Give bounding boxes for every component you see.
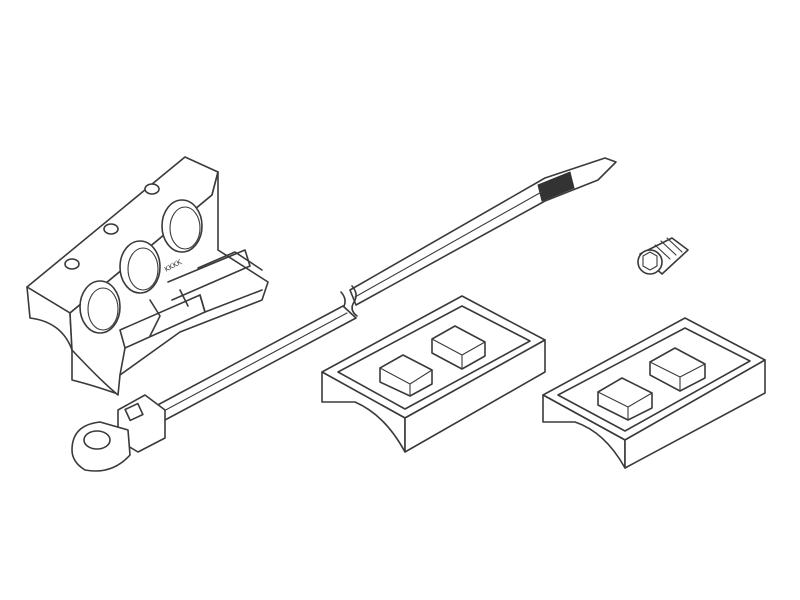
top-hole-1 bbox=[64, 258, 80, 270]
tie-eyelet-hole bbox=[83, 430, 111, 450]
pad-left bbox=[321, 295, 546, 453]
tie-head-slot bbox=[124, 402, 144, 422]
set-screw bbox=[637, 237, 689, 275]
top-hole-2 bbox=[103, 223, 119, 235]
cable-tie bbox=[71, 157, 617, 472]
top-hole-3 bbox=[144, 183, 160, 195]
pad-right bbox=[542, 317, 766, 469]
tie-marker-band bbox=[537, 171, 575, 202]
cable-guide-block: KKKK bbox=[26, 156, 269, 396]
